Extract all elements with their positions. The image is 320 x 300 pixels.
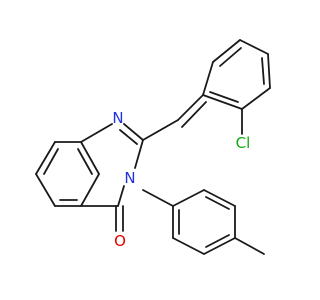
atom-labels: N N O Cl bbox=[112, 109, 250, 250]
bond bbox=[177, 94, 204, 121]
bond bbox=[202, 61, 214, 96]
bond bbox=[219, 47, 242, 67]
bond bbox=[35, 141, 56, 175]
bond bbox=[203, 189, 236, 207]
bond bbox=[123, 123, 144, 141]
atom-label-o: O bbox=[114, 232, 126, 250]
molecule-structure: N N O Cl bbox=[35, 39, 271, 255]
bond bbox=[80, 141, 100, 175]
bond bbox=[261, 57, 265, 85]
bond bbox=[234, 237, 265, 255]
bonds bbox=[35, 39, 271, 255]
bond bbox=[205, 234, 230, 248]
bond bbox=[239, 39, 269, 55]
bond bbox=[77, 148, 93, 175]
bond bbox=[43, 148, 59, 175]
bond bbox=[267, 53, 271, 89]
bond bbox=[80, 123, 113, 143]
bond bbox=[80, 173, 100, 207]
bond bbox=[209, 91, 239, 103]
bond bbox=[203, 237, 236, 255]
bond bbox=[134, 139, 144, 169]
bond bbox=[172, 237, 205, 255]
atom-label-n3: N bbox=[124, 169, 135, 187]
bond bbox=[142, 119, 179, 141]
atom-label-n1: N bbox=[112, 109, 123, 127]
atom-label-cl: Cl bbox=[236, 134, 251, 152]
bond bbox=[119, 129, 138, 145]
bond bbox=[241, 87, 271, 110]
bond bbox=[181, 101, 207, 128]
bond bbox=[202, 94, 243, 110]
bond bbox=[35, 173, 56, 207]
bond bbox=[142, 189, 174, 207]
bond bbox=[205, 196, 230, 210]
bond bbox=[172, 189, 205, 207]
bond bbox=[117, 185, 125, 207]
bond bbox=[212, 39, 241, 63]
